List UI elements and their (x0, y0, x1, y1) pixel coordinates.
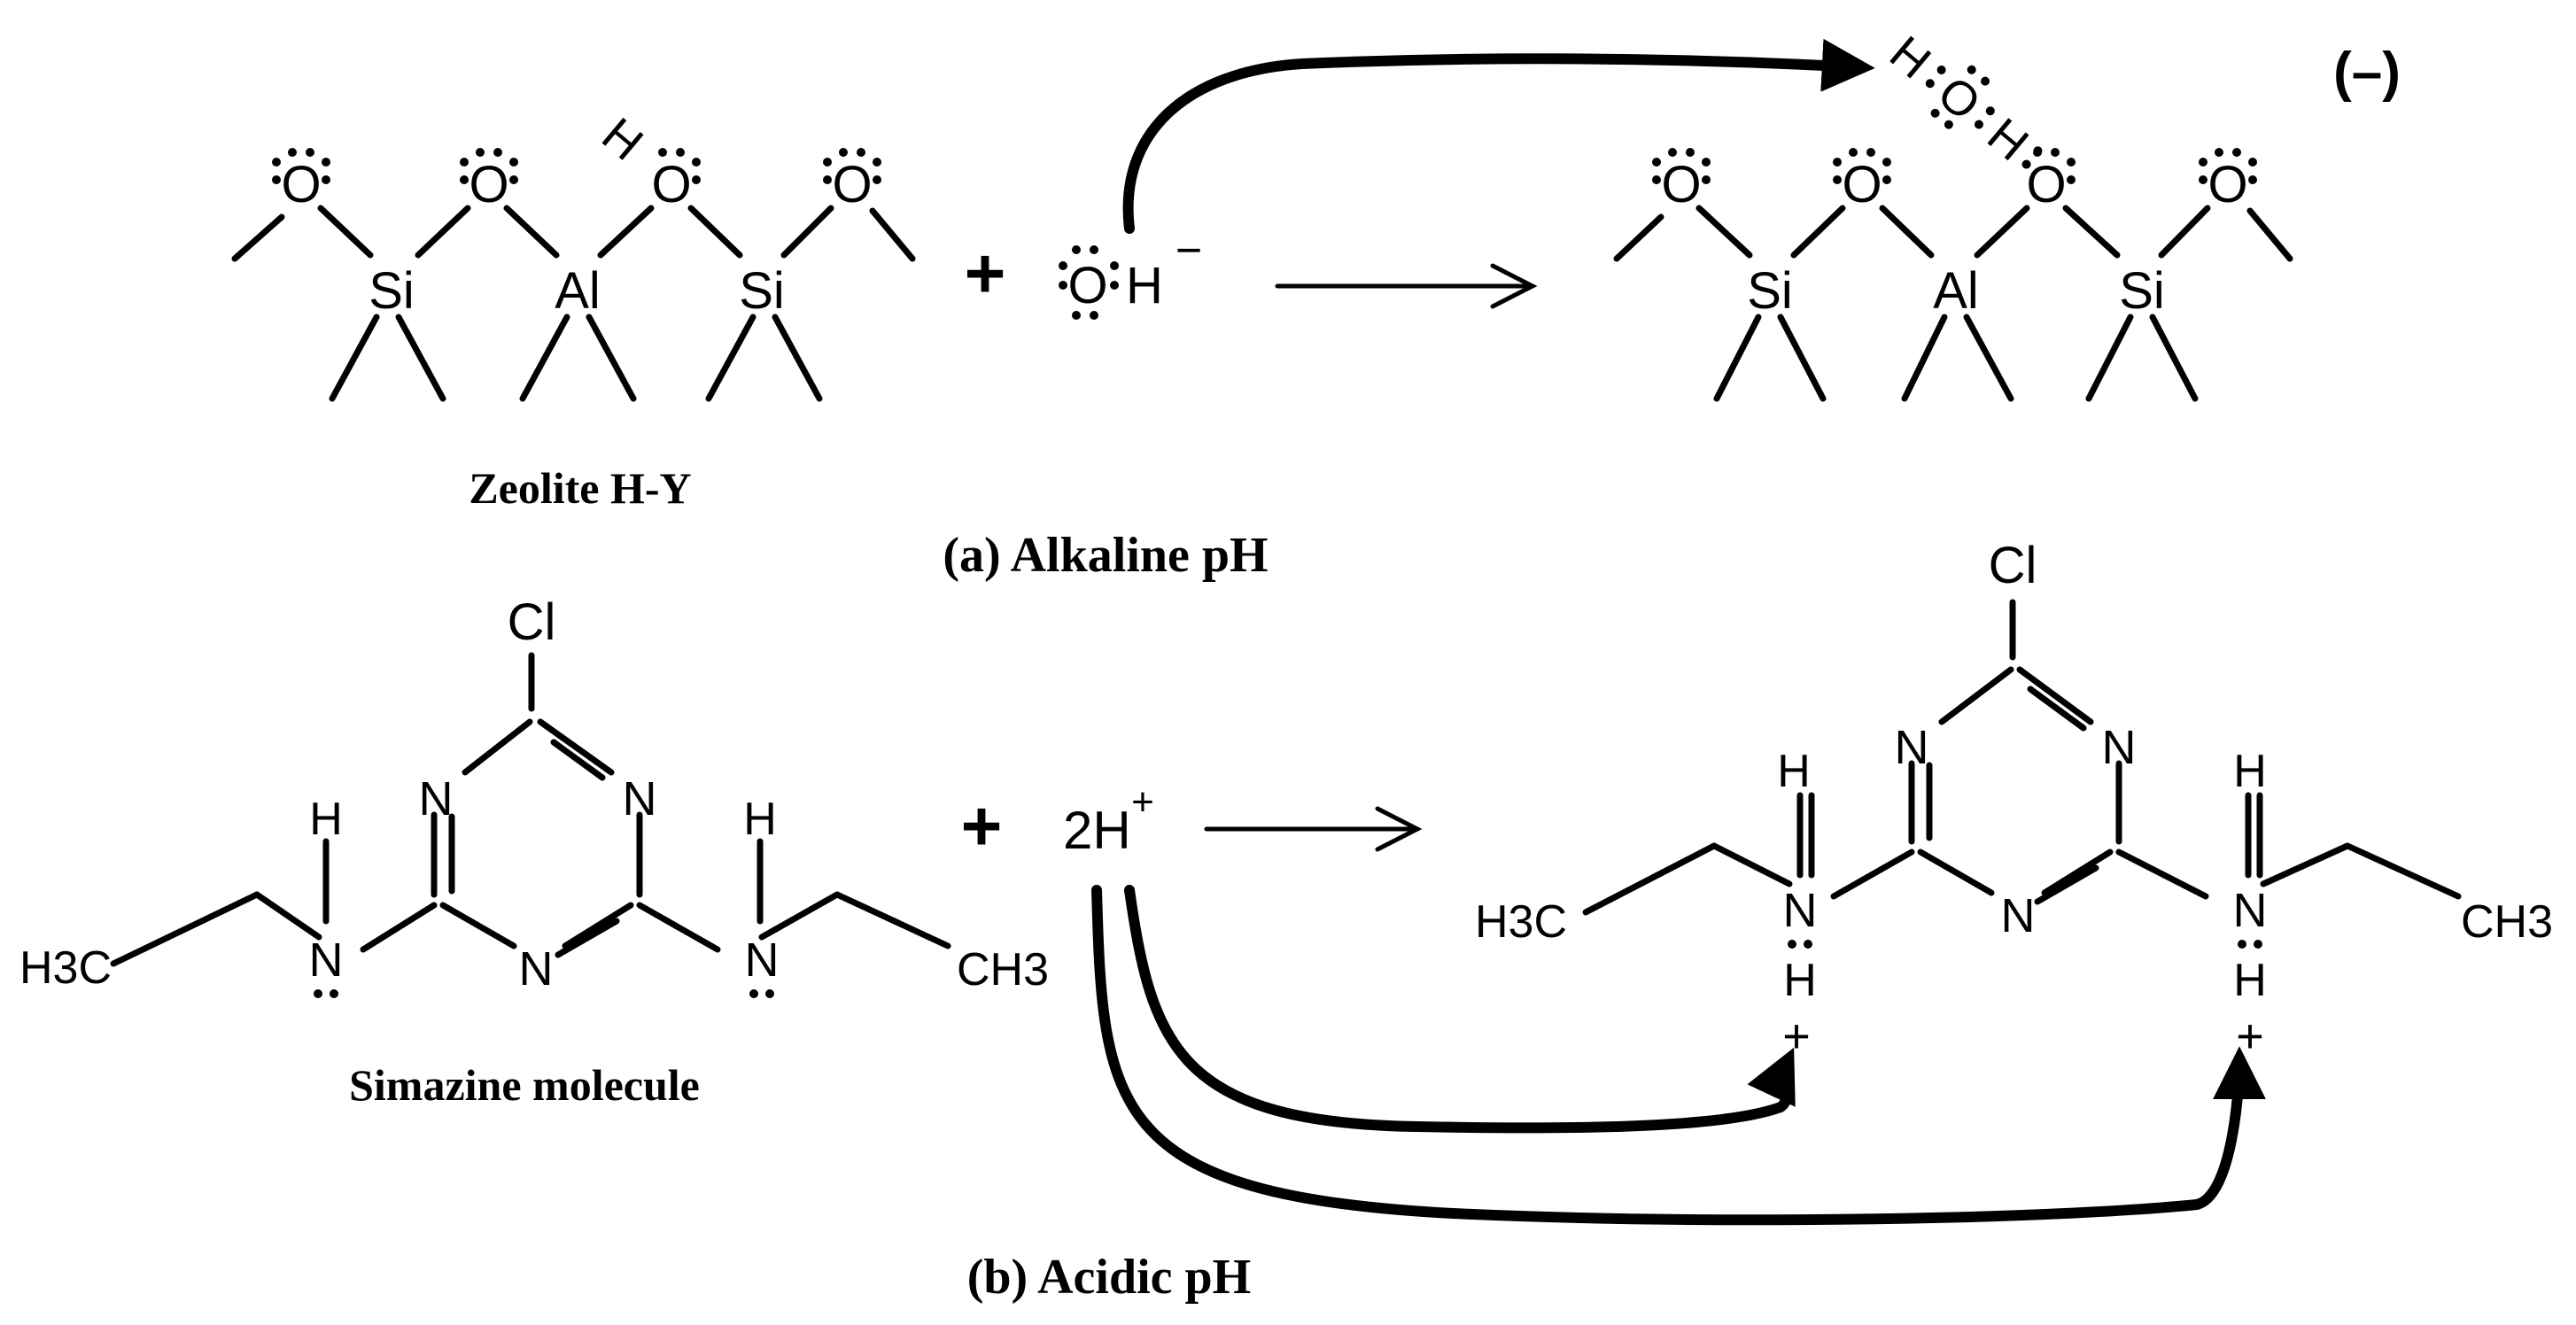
curved-arrow-proton-right (1091, 885, 2266, 1226)
product-n-top-left: N (1895, 721, 1929, 774)
hydroxide-ion: O H − (1059, 225, 1202, 320)
simazine-n-left: N (309, 934, 344, 987)
zeolite-o2: O (469, 156, 508, 213)
zeolite-o3: O (651, 156, 691, 213)
product-o1: O (1661, 156, 1701, 213)
product-si1: Si (1747, 262, 1793, 320)
simazine-n-top-right: N (623, 772, 657, 825)
zeolite-al: Al (555, 262, 601, 320)
plus-sign-b: + (961, 786, 1003, 865)
simazine-h3c: H3C (19, 942, 112, 994)
curved-arrow-hydroxide-to-water (1122, 38, 1875, 234)
product-n-right: N (2233, 884, 2268, 937)
product-h-left-top: H (1777, 746, 1811, 797)
product-n-bottom: N (2001, 889, 2036, 942)
product-n-top-right: N (2102, 721, 2137, 774)
hydroxide-hydrogen: H (1126, 257, 1163, 314)
plus-sign-a: + (965, 234, 1006, 313)
zeolite-h: H (592, 108, 652, 171)
simazine-product: Cl N N N N N H H H3C CH3 H H + + (1475, 537, 2553, 1063)
product-al: Al (1933, 262, 1979, 320)
product-ch3: CH3 (2461, 896, 2553, 948)
product-o3: O (2026, 156, 2066, 213)
charge-label-a: (–) (2333, 42, 2401, 103)
zeolite-si2: Si (739, 262, 785, 320)
zeolite-reactant: O O O O Si Al Si H (231, 108, 916, 402)
simazine-h-left: H (309, 794, 343, 845)
proton-charge: + (1131, 780, 1154, 824)
simazine-cl: Cl (508, 593, 556, 651)
product-o4: O (2207, 156, 2247, 213)
simazine-h-right: H (743, 794, 777, 845)
zeolite-product: O O O O Si Al Si (1613, 148, 2293, 402)
curved-arrow-proton-left (1124, 885, 1796, 1134)
simazine-lone-pairs (314, 989, 774, 998)
simazine-n-right: N (745, 934, 780, 987)
panel-b: Cl N N N N N H H H3C CH3 Simazine molecu… (19, 537, 2553, 1305)
simazine-n-bottom: N (519, 942, 554, 996)
caption-simazine: Simazine molecule (349, 1060, 700, 1110)
zeolite-o4: O (832, 156, 872, 213)
caption-zeolite: Zeolite H-Y (469, 463, 691, 513)
simazine-reactant: Cl N N N N N H H H3C CH3 (19, 593, 1049, 998)
product-plus-left: + (1782, 1010, 1811, 1063)
hydroxide-oxygen: O (1067, 257, 1107, 314)
product-n-left: N (1783, 884, 1818, 937)
panel-a: O O O O Si Al Si H + O H − (231, 26, 2401, 583)
proton-reagent: 2H (1063, 801, 1131, 860)
simazine-n-top-left: N (419, 772, 454, 825)
product-h-left-bottom: H (1783, 955, 1817, 1006)
simazine-ch3: CH3 (957, 944, 1049, 996)
zeolite-si1: Si (369, 262, 415, 320)
product-plus-right: + (2236, 1010, 2264, 1063)
reaction-arrowhead-b (1375, 806, 1423, 852)
product-lone-pair-dots (1652, 148, 2257, 184)
reaction-arrowhead-a (1490, 263, 1538, 309)
product-h3c: H3C (1475, 896, 1567, 948)
lone-pair-dots (272, 148, 881, 184)
product-h-right-top: H (2233, 746, 2267, 797)
product-si2: Si (2119, 262, 2165, 320)
hydroxide-charge: − (1175, 225, 1202, 276)
product-cl: Cl (1989, 537, 2037, 594)
zeolite-o1: O (281, 156, 321, 213)
product-h-right-bottom: H (2233, 955, 2267, 1006)
caption-alkaline: (a) Alkaline pH (943, 528, 1268, 583)
caption-acidic: (b) Acidic pH (967, 1250, 1251, 1305)
product-o2: O (1842, 156, 1882, 213)
